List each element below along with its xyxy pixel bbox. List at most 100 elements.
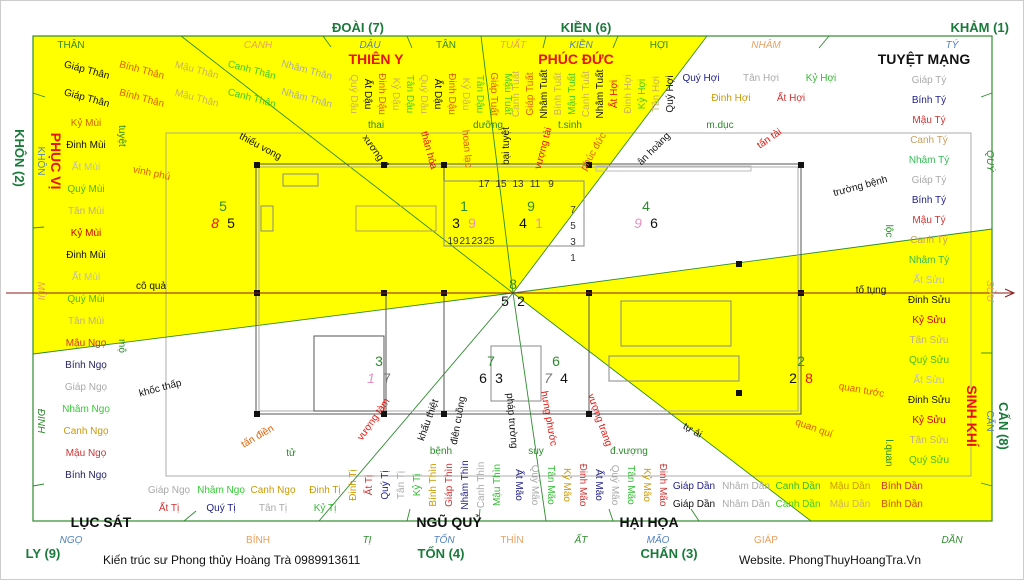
- flying-star-mountain: 1: [367, 370, 375, 386]
- stem-label: Quý Mùi: [67, 184, 104, 195]
- stem-label: Mậu Dần: [830, 480, 871, 492]
- stem-label: Ất Dậu: [362, 79, 375, 110]
- palace-star-label: tấn tài: [755, 126, 784, 151]
- flying-star-base: 4: [642, 198, 650, 214]
- stem-label: Đinh Hợi: [711, 93, 750, 104]
- stem-label: Kỷ Tị: [411, 474, 423, 497]
- stem-label: Mậu Tuất: [502, 73, 514, 115]
- palace-star-label: cô quả: [136, 281, 166, 292]
- mountain-label: KHÔN: [35, 147, 48, 176]
- stem-label: Giáp Ngọ: [148, 485, 191, 496]
- stem-label: Đinh Dậu: [446, 73, 457, 115]
- stem-label: Giáp Dần: [673, 480, 715, 492]
- stem-label: Quý Tị: [206, 503, 235, 514]
- sector-phuc-duc: PHÚC ĐỨC: [538, 50, 613, 67]
- palace-star-label: tấn điền: [239, 422, 276, 450]
- stem-label: Ất Sửu: [913, 273, 944, 286]
- stem-label: Kỷ Hợi: [636, 79, 648, 109]
- stem-label: Mậu Thìn: [492, 464, 503, 506]
- stem-label: Canh Tuất: [580, 71, 592, 117]
- stem-label: Bính Thìn: [428, 463, 439, 506]
- mountain-label: MÙI: [35, 282, 48, 301]
- flying-star-base: 3: [375, 353, 383, 369]
- mountain-label: NHÂM: [751, 38, 781, 51]
- mountain-label: CẤN: [984, 410, 997, 431]
- stem-label: Kỷ Dậu: [390, 78, 402, 111]
- flying-star-water: 3: [495, 370, 503, 386]
- stem-label: Mậu Tý: [912, 115, 945, 126]
- sector-thien-y: THIÊN Y: [349, 50, 405, 67]
- stem-label: Nhâm Tý: [909, 255, 949, 266]
- stem-label: Quý Tị: [380, 470, 391, 499]
- stem-label: Tân Mùi: [68, 316, 104, 327]
- stem-label: Nhâm Dần: [722, 498, 770, 510]
- stem-label: Giáp Thìn: [444, 463, 455, 507]
- flying-star-base: 5: [219, 198, 227, 214]
- stem-label: Giáp Ngọ: [65, 382, 108, 393]
- stem-label: Tân Mão: [625, 465, 636, 505]
- stem-label: Đinh Mão: [577, 464, 588, 507]
- flying-star-mountain: 5: [501, 293, 509, 309]
- stem-label: Canh Thìn: [476, 462, 487, 509]
- stem-label: Đinh Sửu: [908, 294, 950, 306]
- flying-star-mountain: 3: [452, 215, 460, 231]
- direction-can: CẤN (8): [996, 402, 1011, 450]
- mountain-label: HỢI: [650, 40, 669, 51]
- stem-label: Ất Tị: [159, 501, 179, 514]
- stem-label: Mậu Tuất: [566, 73, 578, 115]
- stem-label: Mậu Tý: [912, 215, 945, 226]
- stair-number: 25: [483, 236, 495, 247]
- stem-label: Canh Dần: [775, 480, 820, 492]
- stem-label: Giáp Tý: [912, 75, 947, 86]
- stem-label: Nhâm Tý: [909, 155, 949, 166]
- mountain-label: TÝ: [946, 38, 960, 51]
- yellow-sector-east: [513, 229, 992, 521]
- stem-label: Quý Dậu: [348, 74, 359, 113]
- zone-label: suy: [528, 446, 544, 457]
- flying-star-water: 6: [650, 215, 658, 231]
- stem-label: Mậu Dần: [830, 498, 871, 510]
- stem-label: Tân Hợi: [651, 76, 662, 112]
- stem-label: Tân Mùi: [68, 206, 104, 217]
- stem-label: Ất Sửu: [913, 373, 944, 386]
- flying-star-mountain: 6: [479, 370, 487, 386]
- stem-label: Quý Mão: [609, 465, 620, 506]
- stem-label: Kỷ Sửu: [912, 414, 945, 426]
- stair-number: 1: [570, 253, 576, 264]
- flying-star-water: 7: [383, 370, 391, 386]
- mountain-label: THÂN: [57, 38, 84, 51]
- stem-label: Mậu Ngọ: [66, 338, 107, 349]
- stem-label: Kỷ Hợi: [806, 72, 836, 84]
- mountain-label: TỐN: [433, 533, 455, 546]
- stem-label: Giáp Tý: [912, 175, 947, 186]
- flying-star-base: 9: [527, 198, 535, 214]
- flying-star-base: 1: [460, 198, 468, 214]
- stem-label: Ất Mão: [593, 469, 606, 501]
- stem-label: Nhâm Tuất: [594, 69, 606, 118]
- mountain-label: QUÝ: [984, 150, 997, 173]
- stem-label: Quý Mão: [529, 465, 540, 506]
- direction-doai: ĐOÀI (7): [332, 20, 384, 35]
- stem-label: Ất Mùi: [72, 160, 100, 173]
- mountain-label: SỬU: [984, 280, 997, 303]
- stem-label: Canh Ngọ: [63, 426, 108, 437]
- stair-number: 9: [548, 179, 554, 190]
- mountain-label: BÍNH: [246, 533, 270, 546]
- mountain-label: KIỀN: [569, 38, 593, 51]
- stem-label: Đinh Mão: [657, 464, 668, 507]
- stem-label: Canh Tý: [910, 235, 948, 246]
- stem-label: Bính Dần: [881, 498, 923, 510]
- stem-label: Tân Hợi: [743, 73, 779, 84]
- stem-label: Bính Ngọ: [65, 470, 107, 481]
- zone-label: bệnh: [430, 446, 452, 457]
- stem-label: Ất Hợi: [777, 91, 805, 104]
- direction-ton: TỐN (4): [418, 546, 465, 561]
- sector-phuc-vi: PHỤC VỊ: [48, 133, 64, 190]
- flying-star-base: 7: [487, 353, 495, 369]
- direction-chan: CHẤN (3): [640, 546, 697, 561]
- stem-label: Quý Sửu: [909, 454, 949, 466]
- stem-label: Bính Dần: [881, 480, 923, 492]
- stem-label: Quý Hợi: [665, 75, 676, 112]
- palace-star-label: hưng phước: [538, 390, 558, 447]
